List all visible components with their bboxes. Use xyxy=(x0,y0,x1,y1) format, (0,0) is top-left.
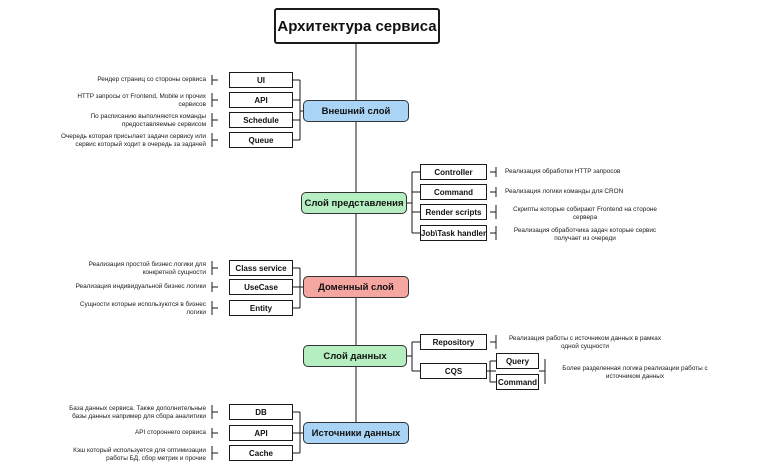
component-cqs: CQS xyxy=(420,363,487,379)
layer-sources: Источники данных xyxy=(303,422,409,444)
component-usecase: UseCase xyxy=(229,279,293,295)
component-repository: Repository xyxy=(420,334,487,350)
component-entity: Entity xyxy=(229,300,293,316)
component-controller: Controller xyxy=(420,164,487,180)
diagram-title: Архитектура сервиса xyxy=(274,8,440,44)
component-external-api: API xyxy=(229,425,293,441)
component-schedule: Schedule xyxy=(229,112,293,128)
component-cache: Cache xyxy=(229,445,293,461)
component-ui: UI xyxy=(229,72,293,88)
note-repository: Реализация работы с источником данных в … xyxy=(508,335,662,350)
component-cqs-query: Query xyxy=(496,353,539,369)
note-class-service: Реализация простой бизнес логики для кон… xyxy=(88,261,206,276)
note-external-api: API стороннего сервиса xyxy=(135,429,206,436)
layer-external: Внешний слой xyxy=(303,100,409,122)
note-api: HTTP запросы от Frontend, Mobile и прочи… xyxy=(77,93,206,108)
layer-presentation: Слой представления xyxy=(301,192,407,214)
note-command: Реализация логики команды для CRON xyxy=(505,188,624,195)
component-render-scripts: Render scripts xyxy=(420,204,487,220)
component-command: Command xyxy=(420,184,487,200)
note-cqs: Более разделенная логика реализации рабо… xyxy=(562,365,708,380)
note-queue: Очередь которая присылает задачи сервису… xyxy=(61,133,206,148)
note-schedule: По расписанию выполняются команды предос… xyxy=(90,113,206,128)
note-render-scripts: Скрипты которые собирают Frontend на сто… xyxy=(513,206,657,221)
note-usecase: Реализация индивидуальной бизнес логики xyxy=(75,283,206,290)
component-api: API xyxy=(229,92,293,108)
note-job-task-handler: Реализация обработчика задач которые сер… xyxy=(513,227,657,242)
component-queue: Queue xyxy=(229,132,293,148)
layer-domain: Доменный слой xyxy=(303,276,409,298)
note-entity: Сущности которые используются в бизнес л… xyxy=(79,301,206,316)
note-ui: Рендер страниц со стороны сервиса xyxy=(97,76,206,83)
component-cqs-command: Command xyxy=(496,374,539,390)
note-cache: Кэш который используется для оптимизации… xyxy=(73,447,206,462)
component-db: DB xyxy=(229,404,293,420)
layer-data: Слой данных xyxy=(303,345,407,367)
component-job-task-handler: Job\Task handler xyxy=(420,225,487,241)
component-class-service: Class service xyxy=(229,260,293,276)
note-db: База данных сервиса. Также дополнительны… xyxy=(69,405,206,420)
note-controller: Реализация обработки HTTP запросов xyxy=(505,168,621,175)
